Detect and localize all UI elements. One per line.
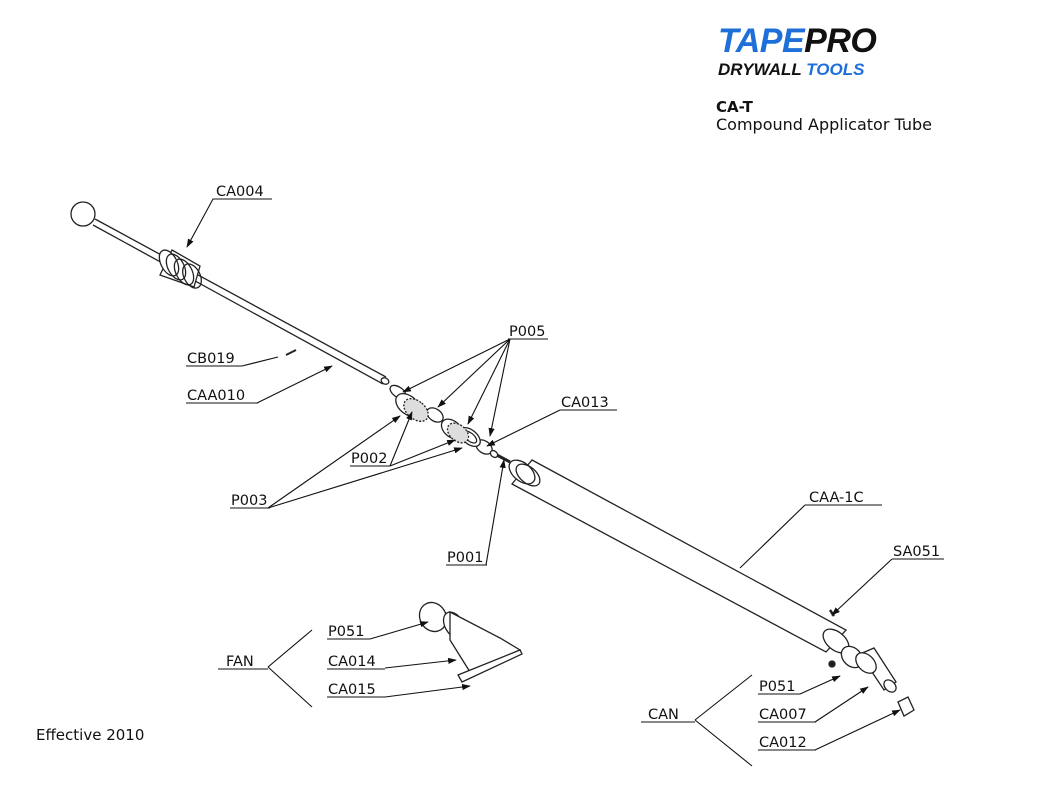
- callout-caa-1c: CAA-1C: [809, 490, 864, 506]
- handle-knob-part: [70, 201, 96, 227]
- callout-ca012: CA012: [759, 735, 807, 751]
- callout-cb019: CB019: [187, 351, 235, 367]
- callout-p003: P003: [231, 493, 267, 509]
- piston-cup-part-2: [440, 418, 470, 444]
- fan-body-part: [442, 610, 522, 673]
- callout-p001: P001: [447, 550, 483, 566]
- callout-ca013: CA013: [561, 395, 609, 411]
- screw-part: [489, 449, 511, 464]
- callout-caa010: CAA010: [187, 388, 245, 404]
- callout-p051-can: P051: [759, 679, 795, 695]
- callout-ca007: CA007: [759, 707, 807, 723]
- brand-subtitle-tools: TOOLS: [806, 60, 865, 79]
- label-underlines: [186, 198, 944, 751]
- main-tube-part: [508, 459, 850, 654]
- callout-ca015: CA015: [328, 682, 376, 698]
- callout-p005: P005: [509, 324, 545, 340]
- model-description: Compound Applicator Tube: [716, 115, 932, 134]
- tube-nut-part: [828, 660, 836, 668]
- callout-can: CAN: [648, 707, 679, 723]
- callout-fan: FAN: [226, 654, 254, 670]
- callout-ca014: CA014: [328, 654, 376, 670]
- brand-title-tape: TAPE: [718, 22, 805, 60]
- brand-subtitle-drywall: DRYWALL: [718, 60, 802, 79]
- can-tip-part: [897, 696, 915, 717]
- callout-sa051: SA051: [893, 544, 940, 560]
- brand-title-pro: PRO: [804, 22, 877, 60]
- callout-p002: P002: [351, 451, 387, 467]
- collar-part: [158, 249, 202, 289]
- pin-part: [285, 349, 297, 356]
- brand-subtitle: DRYWALL TOOLS: [718, 60, 876, 80]
- brand-title: TAPEPRO: [718, 22, 877, 60]
- brand-logo: TAPEPRO DRYWALL TOOLS: [718, 22, 877, 80]
- fan-blade-part: [457, 649, 523, 683]
- push-rod-part: [92, 218, 390, 385]
- effective-date: Effective 2010: [36, 726, 145, 744]
- callout-ca004: CA004: [216, 184, 264, 200]
- callout-labels: CA004 CB019 CAA010 P005 CA013 P002 P003 …: [187, 184, 940, 751]
- model-code: CA-T: [716, 98, 753, 116]
- callout-p051-fan: P051: [328, 624, 364, 640]
- can-nozzle-part: [855, 647, 897, 693]
